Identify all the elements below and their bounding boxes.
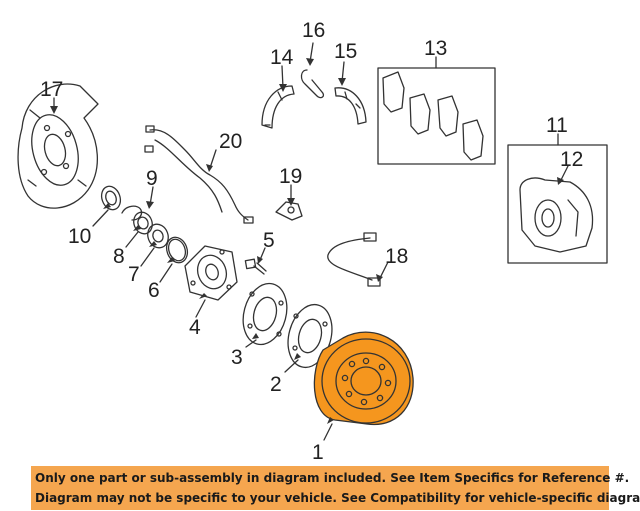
callout-3: 3 [231,346,243,369]
callout-13: 13 [424,37,447,60]
part-17-backing-plate [17,83,99,209]
callout-5: 5 [263,229,275,252]
callout-8: 8 [113,245,125,268]
callout-19: 19 [279,165,302,188]
callout-18: 18 [385,245,408,268]
disclaimer-line-1: Only one part or sub-assembly in diagram… [35,471,630,485]
callout-12: 12 [560,148,583,171]
callout-11: 11 [546,114,568,137]
part-5-bolt [244,258,267,275]
part-13-brake-pads [377,67,496,165]
callout-7: 7 [128,263,140,286]
part-9-snap-ring [121,205,143,221]
callout-10: 10 [68,225,91,248]
callout-14: 14 [270,46,294,69]
exploded-parts-diagram: 1 2 3 4 5 6 7 8 9 10 11 12 13 14 15 16 1… [17,19,608,464]
disclaimer-banner: Only one part or sub-assembly in diagram… [31,466,640,510]
part-8-bearing [133,211,153,235]
callout-9: 9 [146,167,158,190]
part-1-brake-rotor [313,331,414,426]
part-4-hub [184,245,238,301]
callout-17: 17 [40,78,63,101]
part-19-bracket [275,201,303,221]
callout-1: 1 [312,441,324,464]
part-11-caliper-assembly [507,144,608,264]
part-15-brake-shoe [334,87,367,125]
leader-arrowheads [50,58,564,424]
callout-6: 6 [148,279,160,302]
callout-labels: 1 2 3 4 5 6 7 8 9 10 11 12 13 14 15 16 1… [40,19,583,464]
callout-15: 15 [334,40,357,63]
part-20-abs-wire [144,125,254,224]
part-18-brake-hose [327,232,381,287]
part-16-spring [300,69,325,99]
leader-lines [53,42,569,441]
callout-20: 20 [219,130,242,153]
callout-4: 4 [189,316,201,339]
callout-16: 16 [302,19,325,42]
part-6-o-ring [165,236,189,264]
part-14-brake-shoe [261,85,295,129]
callout-2: 2 [270,373,282,396]
part-10-seal [100,185,122,211]
part-7-bearing [147,223,169,249]
part-3-ring-plate [242,282,288,346]
disclaimer-line-2: Diagram may not be specific to your vehi… [35,491,640,505]
